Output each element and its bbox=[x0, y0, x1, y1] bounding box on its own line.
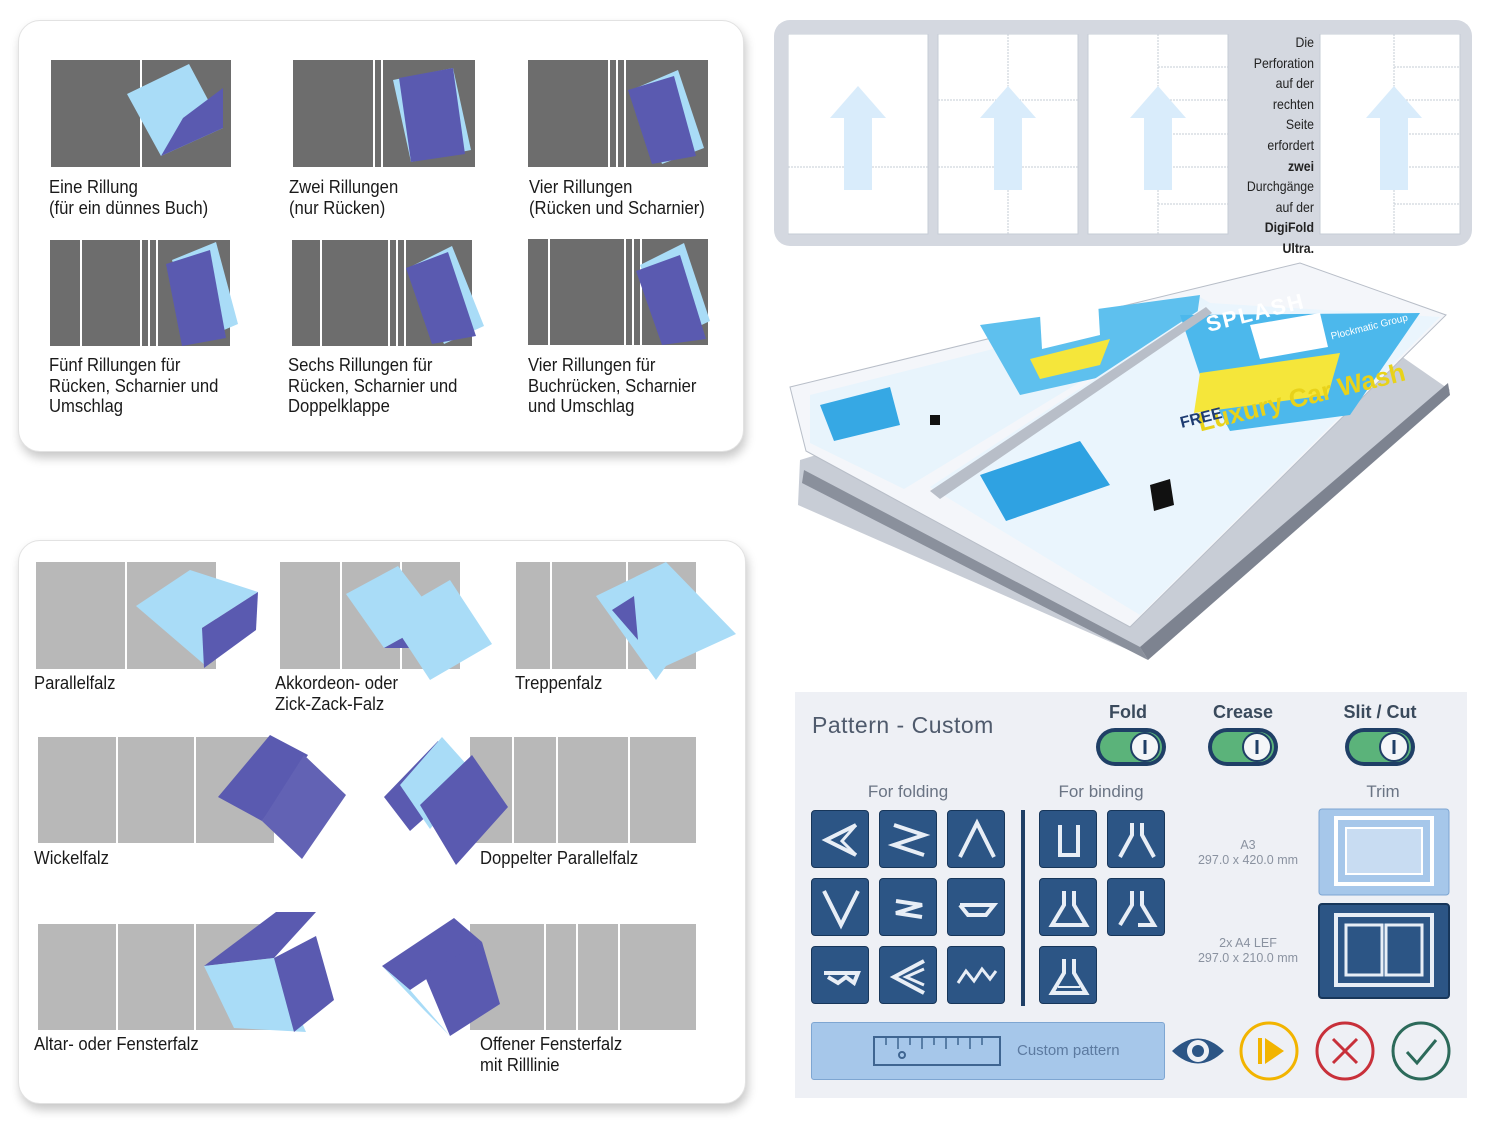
fold-z-icon[interactable] bbox=[879, 810, 937, 868]
ruler-icon bbox=[873, 1036, 1001, 1066]
crease-diagram-four bbox=[528, 60, 708, 167]
crease-diagram-four-cover bbox=[528, 239, 710, 345]
perforation-line: auf der bbox=[1275, 75, 1314, 92]
for-binding-label: For binding bbox=[1058, 782, 1144, 801]
fold-label-parallel: Parallelfalz bbox=[34, 672, 116, 693]
section-divider bbox=[1021, 810, 1025, 1006]
fold-label-accordion: Akkordeon- oder Zick-Zack-Falz bbox=[275, 672, 399, 714]
page-title: Pattern - Custom bbox=[812, 712, 994, 738]
binding-flare-icon[interactable] bbox=[1107, 810, 1165, 868]
fold-diagram-accordion bbox=[280, 562, 492, 680]
crease-label-two: Zwei Rillungen (nur Rücken) bbox=[289, 176, 399, 218]
trim-option-name: A3 bbox=[1240, 838, 1256, 852]
fold-label-gate: Altar- oder Fensterfalz bbox=[34, 1033, 199, 1054]
fold-label-double-parallel: Doppelter Parallelfalz bbox=[480, 847, 639, 868]
fold-diagram-gate bbox=[38, 912, 334, 1032]
trim-label: Trim bbox=[1366, 782, 1400, 801]
fold-tent-icon[interactable] bbox=[947, 810, 1005, 868]
fold-diagram-double-parallel bbox=[384, 737, 696, 865]
trim-option-name: 2x A4 LEF bbox=[1219, 936, 1277, 950]
crease-diagram-six bbox=[292, 240, 484, 346]
perforation-line: rechten Seite bbox=[1272, 95, 1314, 133]
fold-diagram-wrap bbox=[38, 735, 346, 859]
perforation-line: Die bbox=[1295, 34, 1314, 50]
confirm-icon[interactable] bbox=[1390, 1020, 1452, 1082]
crease-diagram-two bbox=[293, 60, 475, 167]
crease-label-five: Fünf Rillungen für Rücken, Scharnier und… bbox=[49, 354, 219, 416]
fold-diagram-step bbox=[516, 562, 736, 680]
crease-toggle-label: Crease bbox=[1212, 702, 1274, 722]
custom-pattern-button[interactable]: Custom pattern bbox=[811, 1022, 1165, 1080]
perforation-line: Durchgänge bbox=[1246, 178, 1314, 195]
binding-flare-base-icon[interactable] bbox=[1039, 878, 1097, 936]
slit-cut-toggle[interactable] bbox=[1343, 726, 1417, 768]
fold-label-wrap: Wickelfalz bbox=[34, 847, 109, 868]
run-icon[interactable] bbox=[1238, 1020, 1300, 1082]
print-sheet-preview bbox=[789, 262, 1450, 660]
crease-label-six: Sechs Rillungen für Rücken, Scharnier un… bbox=[288, 354, 458, 416]
trim-option-size: 297.0 x 210.0 mm bbox=[1197, 951, 1299, 965]
fold-double-gate-icon[interactable] bbox=[811, 946, 869, 1004]
perforation-sheets bbox=[788, 34, 1461, 235]
crease-label-one: Eine Rillung (für ein dünnes Buch) bbox=[49, 176, 209, 218]
fold-toggle-label: Fold bbox=[1109, 702, 1147, 722]
perforation-line: DigiFold bbox=[1264, 219, 1314, 236]
trim-option-a3-button[interactable] bbox=[1318, 808, 1450, 896]
perforation-line: erfordert bbox=[1267, 136, 1314, 153]
perforation-line: zwei bbox=[1287, 157, 1314, 174]
fold-zigzag-icon[interactable] bbox=[879, 878, 937, 936]
perforation-line: auf der bbox=[1275, 198, 1314, 215]
fold-wave-icon[interactable] bbox=[947, 946, 1005, 1004]
fold-accordion-icon[interactable] bbox=[879, 946, 937, 1004]
crease-diagram-one bbox=[51, 60, 231, 167]
fold-v-icon[interactable] bbox=[811, 878, 869, 936]
crease-label-four: Vier Rillungen (Rücken und Scharnier) bbox=[529, 176, 705, 218]
perforation-line: Ultra. bbox=[1282, 239, 1314, 256]
fold-label-open-gate: Offener Fensterfalz mit Rilllinie bbox=[480, 1033, 623, 1075]
perforation-line: Perforation bbox=[1253, 54, 1314, 71]
for-folding-label: For folding bbox=[867, 782, 949, 801]
fold-gate-icon[interactable] bbox=[947, 878, 1005, 936]
perforation-note: Die Perforation auf der rechten Seite er… bbox=[1245, 32, 1314, 259]
fold-diagram-parallel bbox=[36, 562, 258, 669]
fold-half-icon[interactable] bbox=[811, 810, 869, 868]
fold-diagram-open-gate bbox=[382, 918, 696, 1036]
trim-option-a4-dims: 2x A4 LEF 297.0 x 210.0 mm bbox=[1178, 936, 1318, 966]
binding-u-icon[interactable] bbox=[1039, 810, 1097, 868]
trim-option-size: 297.0 x 420.0 mm bbox=[1197, 853, 1299, 867]
fold-label-step: Treppenfalz bbox=[515, 672, 603, 693]
crease-diagram-five bbox=[50, 240, 238, 346]
cancel-icon[interactable] bbox=[1314, 1020, 1376, 1082]
trim-option-a4-button[interactable] bbox=[1318, 903, 1450, 999]
crease-label-four-cover: Vier Rillungen für Buchrücken, Scharnier… bbox=[528, 354, 697, 416]
binding-flare-wide-icon[interactable] bbox=[1039, 946, 1097, 1004]
binding-flare-left-icon[interactable] bbox=[1107, 878, 1165, 936]
crease-toggle[interactable] bbox=[1206, 726, 1280, 768]
preview-eye-icon[interactable] bbox=[1168, 1026, 1228, 1076]
slit-cut-toggle-label: Slit / Cut bbox=[1343, 702, 1417, 722]
custom-pattern-label: Custom pattern bbox=[1017, 1042, 1120, 1059]
fold-toggle[interactable] bbox=[1094, 726, 1168, 768]
trim-option-a3-dims: A3 297.0 x 420.0 mm bbox=[1178, 838, 1318, 868]
